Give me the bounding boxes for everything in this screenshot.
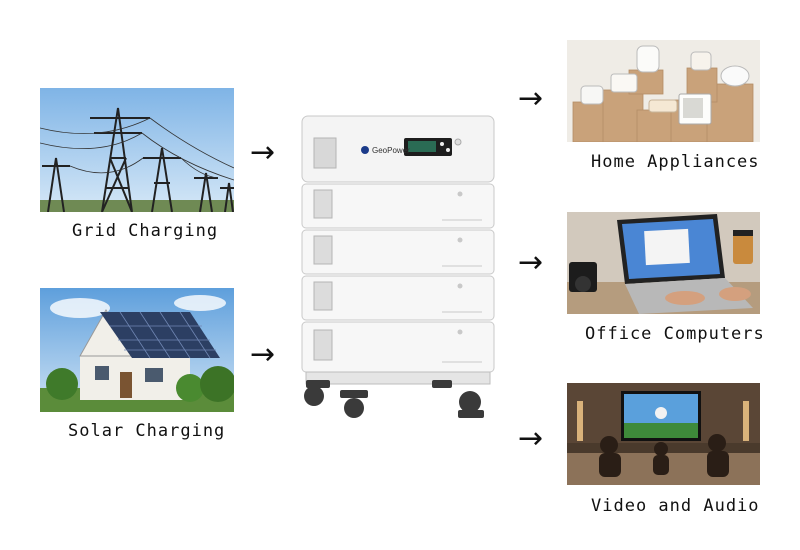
battery-to-office-arrow: → [518, 248, 543, 278]
grid-to-battery-arrow: → [250, 138, 275, 168]
home-appliances-image [567, 40, 760, 142]
office-computers-image [567, 212, 760, 314]
office-computers-label: Office Computers [585, 324, 765, 344]
brand-text: GeoPower [372, 146, 410, 155]
battery-to-home-arrow: → [518, 84, 543, 114]
solar-to-battery-arrow: → [250, 340, 275, 370]
battery-to-video-arrow: → [518, 424, 543, 454]
video-audio-image [567, 383, 760, 485]
home-appliances-label: Home Appliances [591, 152, 760, 172]
solar-charging-image [40, 288, 234, 412]
solar-charging-label: Solar Charging [68, 421, 225, 441]
grid-charging-image [40, 88, 234, 212]
battery-stack-image: GeoPower [292, 110, 504, 422]
grid-charging-label: Grid Charging [72, 221, 218, 241]
video-audio-label: Video and Audio [591, 496, 760, 516]
